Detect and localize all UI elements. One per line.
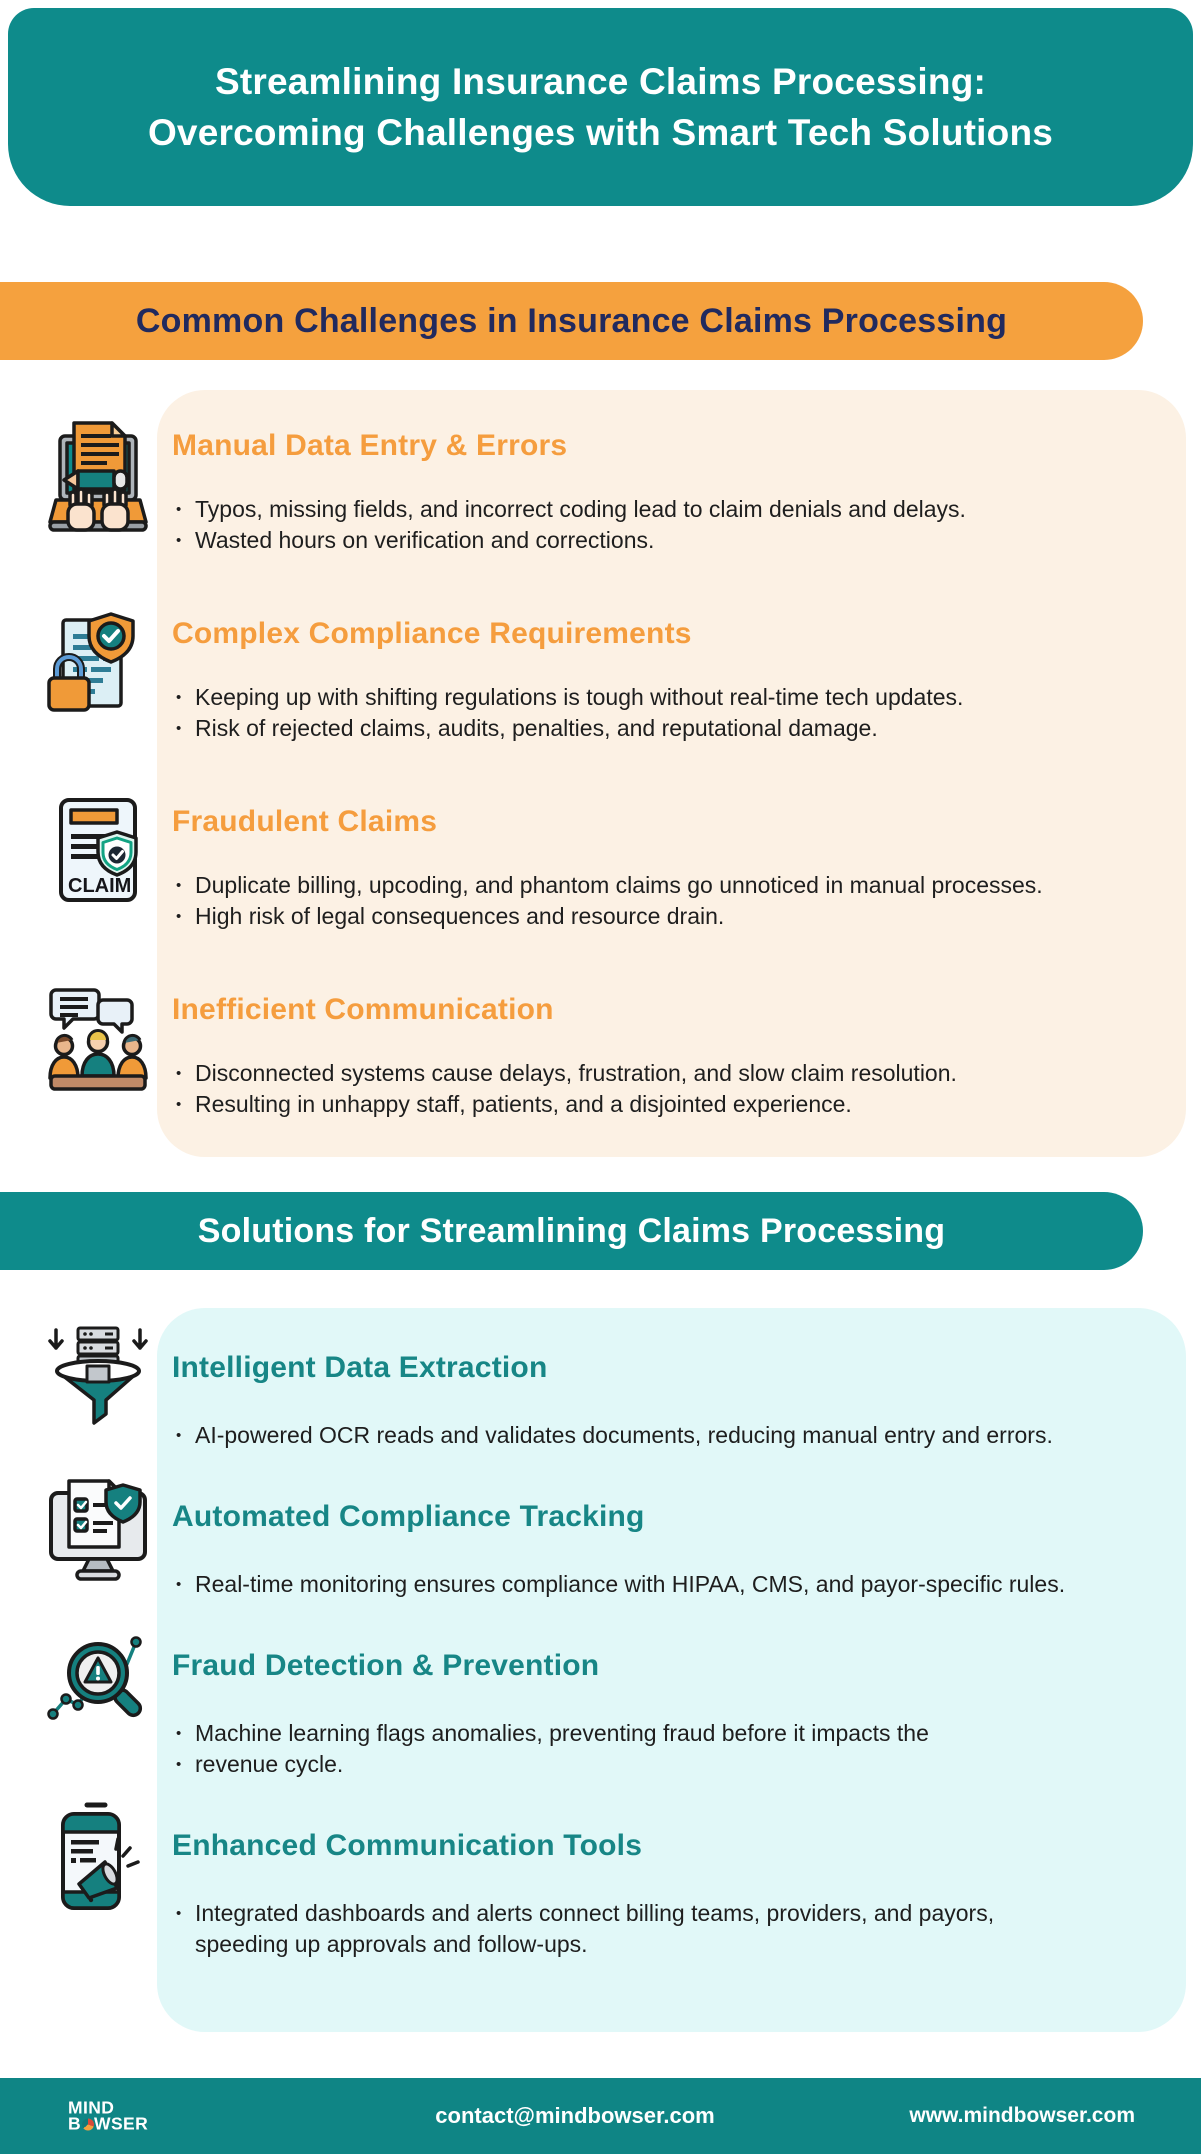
solution-title: Enhanced Communication Tools xyxy=(172,1829,643,1862)
meeting-chat-icon xyxy=(42,980,154,1100)
bullet-item: Machine learning flags anomalies, preven… xyxy=(172,1718,1163,1749)
bullet-item: High risk of legal consequences and reso… xyxy=(172,901,1163,932)
challenge-bullets: Duplicate billing, upcoding, and phantom… xyxy=(172,870,1163,932)
bullet-item: Risk of rejected claims, audits, penalti… xyxy=(172,713,1163,744)
solution-item-data-extraction: Intelligent Data Extraction AI-powered O… xyxy=(0,1326,1201,1451)
page-title-line1: Streamlining Insurance Claims Processing… xyxy=(214,61,987,102)
solution-item-compliance-tracking: Automated Compliance Tracking Real-time … xyxy=(0,1479,1201,1600)
solution-title: Automated Compliance Tracking xyxy=(172,1500,645,1533)
logo-line-mind: MIND xyxy=(68,2097,115,2118)
header-banner: Streamlining Insurance Claims Processing… xyxy=(8,8,1193,206)
logo-swirl-icon xyxy=(81,2118,94,2130)
bullet-item: AI-powered OCR reads and validates docum… xyxy=(172,1420,1163,1451)
challenges-section-title: Common Challenges in Insurance Claims Pr… xyxy=(135,301,1008,340)
challenge-bullets: Keeping up with shifting regulations is … xyxy=(172,682,1163,744)
manual-data-entry-icon xyxy=(42,416,154,536)
challenge-bullets: Typos, missing fields, and incorrect cod… xyxy=(172,494,1163,556)
challenges-section-banner: Common Challenges in Insurance Claims Pr… xyxy=(0,282,1143,360)
solution-bullets: AI-powered OCR reads and validates docum… xyxy=(172,1420,1163,1451)
bullet-item: Disconnected systems cause delays, frust… xyxy=(172,1058,1163,1089)
challenge-item-communication: Inefficient Communication Disconnected s… xyxy=(0,988,1201,1120)
bullet-item: Resulting in unhappy staff, patients, an… xyxy=(172,1089,1163,1120)
challenge-bullets: Disconnected systems cause delays, frust… xyxy=(172,1058,1163,1120)
challenge-title: Complex Compliance Requirements xyxy=(172,617,692,650)
page-title-line2: Overcoming Challenges with Smart Tech So… xyxy=(147,112,1054,153)
challenge-title: Inefficient Communication xyxy=(172,993,554,1026)
bullet-continuation: speeding up approvals and follow-ups. xyxy=(195,1931,588,1957)
bullet-item: Keeping up with shifting regulations is … xyxy=(172,682,1163,713)
solution-item-communication-tools: Enhanced Communication Tools Integrated … xyxy=(0,1802,1201,1960)
solution-bullets: Machine learning flags anomalies, preven… xyxy=(172,1718,1163,1780)
bullet-item: Integrated dashboards and alerts connect… xyxy=(172,1898,1163,1929)
bullet-item: Wasted hours on verification and correct… xyxy=(172,525,1163,556)
bullet-item: revenue cycle. xyxy=(172,1749,1163,1780)
website-link[interactable]: www.mindbowser.com xyxy=(909,2104,1135,2127)
challenge-item-manual-data-entry: Manual Data Entry & Errors Typos, missin… xyxy=(0,421,1201,556)
monitor-checklist-shield-icon xyxy=(42,1473,154,1593)
challenge-title: Manual Data Entry & Errors xyxy=(172,429,568,462)
challenge-item-fraudulent-claims: CLAIM Fraudulent Claims Duplicate billin… xyxy=(0,798,1201,932)
svg-text:CLAIM: CLAIM xyxy=(68,875,131,897)
challenge-title: Fraudulent Claims xyxy=(172,805,438,838)
challenge-item-compliance: Complex Compliance Requirements Keeping … xyxy=(0,612,1201,744)
challenges-items: Manual Data Entry & Errors Typos, missin… xyxy=(0,421,1201,1180)
bullet-item: Real-time monitoring ensures compliance … xyxy=(172,1569,1163,1600)
solution-title: Intelligent Data Extraction xyxy=(172,1351,548,1384)
solution-bullets: Integrated dashboards and alerts connect… xyxy=(172,1898,1163,1960)
claim-shield-icon: CLAIM xyxy=(42,792,154,912)
fraud-magnifier-icon xyxy=(42,1622,154,1742)
solution-bullets: Real-time monitoring ensures compliance … xyxy=(172,1569,1163,1600)
phone-megaphone-icon xyxy=(42,1802,154,1922)
solution-title: Fraud Detection & Prevention xyxy=(172,1649,600,1682)
solution-item-fraud-detection: Fraud Detection & Prevention Machine lea… xyxy=(0,1636,1201,1780)
data-funnel-icon xyxy=(42,1324,154,1444)
solutions-section-banner: Solutions for Streamlining Claims Proces… xyxy=(0,1192,1143,1270)
solutions-section-title: Solutions for Streamlining Claims Proces… xyxy=(197,1211,946,1250)
contact-email[interactable]: contact@mindbowser.com xyxy=(435,2103,715,2128)
compliance-document-lock-icon xyxy=(42,604,154,724)
bullet-item: Duplicate billing, upcoding, and phantom… xyxy=(172,870,1163,901)
bullet-item: Typos, missing fields, and incorrect cod… xyxy=(172,494,1163,525)
solutions-items: Intelligent Data Extraction AI-powered O… xyxy=(0,1326,1201,2008)
